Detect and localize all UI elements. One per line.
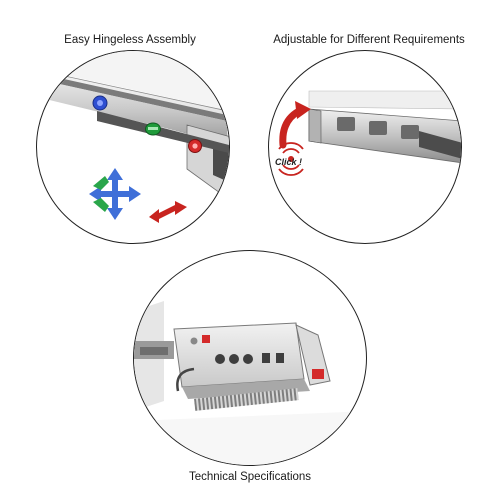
technical-illustration bbox=[134, 301, 366, 465]
easy-assembly-illustration bbox=[37, 51, 229, 223]
panel-adjustable: Click ! bbox=[268, 50, 462, 244]
panel-technical-specifications bbox=[133, 250, 367, 466]
screw-blue-icon bbox=[92, 95, 108, 111]
red-double-arrow-icon bbox=[149, 201, 187, 223]
screw-green-icon bbox=[145, 122, 161, 136]
screw-red-icon bbox=[188, 139, 202, 153]
spring-illustration bbox=[193, 388, 299, 411]
caption-easy-hingeless-assembly: Easy Hingeless Assembly bbox=[64, 34, 196, 46]
rotate-arrow-icon bbox=[279, 101, 311, 149]
sound-waves-icon bbox=[278, 142, 304, 176]
adjustable-illustration: Click ! bbox=[275, 90, 461, 176]
move-arrows-icon bbox=[89, 168, 141, 220]
click-label: Click ! bbox=[275, 157, 302, 167]
caption-adjustable: Adjustable for Different Requirements bbox=[273, 34, 465, 46]
panel-easy-assembly bbox=[36, 50, 230, 244]
caption-technical-specifications: Technical Specifications bbox=[188, 471, 312, 483]
